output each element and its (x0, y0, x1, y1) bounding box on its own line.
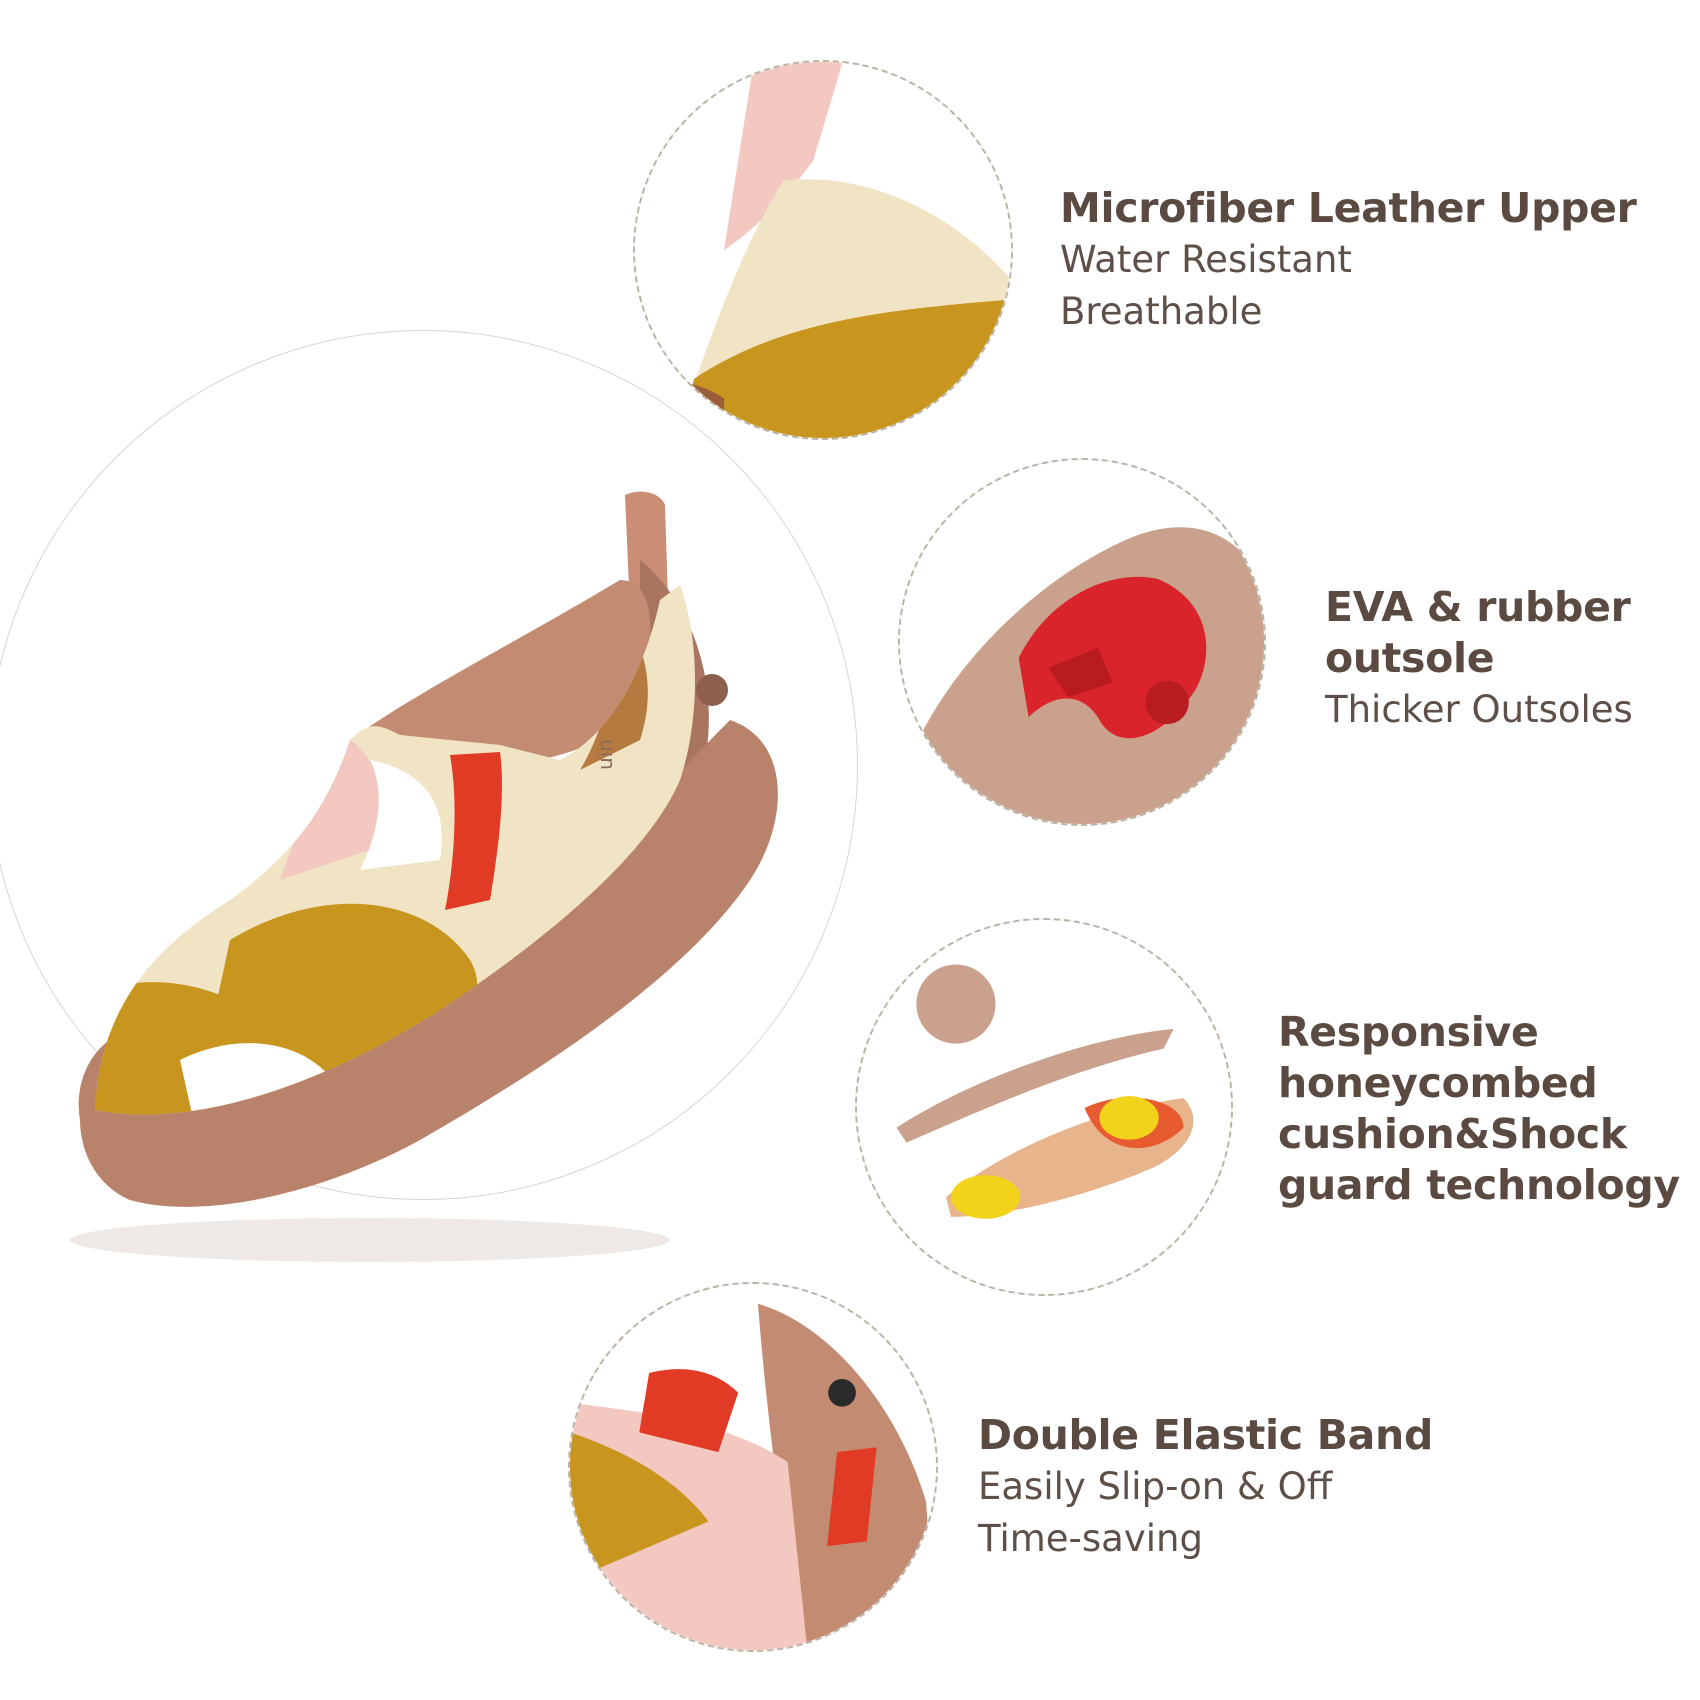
feature-title: Microfiber Leather Upper (1060, 184, 1637, 232)
feature-title: Responsive honeycombed cushion&Shock gua… (1278, 1008, 1680, 1209)
feature-line: Time-saving (978, 1517, 1203, 1560)
feature-title: Double Elastic Band (978, 1411, 1433, 1459)
insole-detail (855, 918, 1233, 1296)
feature-line: Breathable (1060, 290, 1263, 333)
outsole-detail (898, 458, 1266, 826)
feature-title: EVA & rubber outsole (1325, 583, 1631, 682)
feature-line: Water Resistant (1060, 238, 1352, 281)
feature-elastic-band: Double Elastic Band Easily Slip-on & Off… (978, 1410, 1578, 1565)
elastic-band-detail (568, 1282, 938, 1652)
feature-outsole: EVA & rubber outsole Thicker Outsoles (1325, 582, 1695, 736)
svg-text:uin: uin (593, 739, 617, 770)
feature-line: Easily Slip-on & Off (978, 1465, 1333, 1508)
leather-detail (633, 60, 1013, 440)
feature-line: Thicker Outsoles (1325, 688, 1633, 731)
feature-leather-upper: Microfiber Leather Upper Water Resistant… (1060, 183, 1660, 338)
feature-cushion: Responsive honeycombed cushion&Shock gua… (1278, 1007, 1698, 1211)
